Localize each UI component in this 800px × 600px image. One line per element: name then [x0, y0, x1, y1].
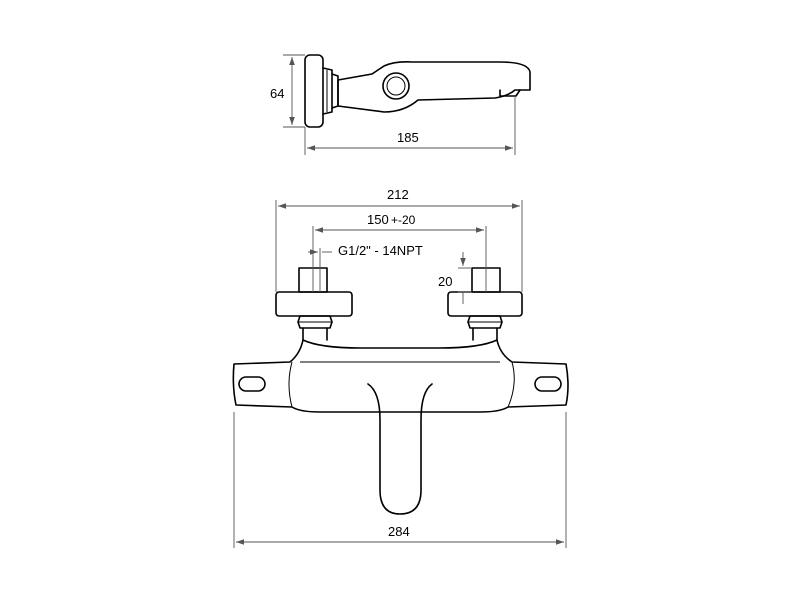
connector-length-label: 20 [438, 274, 452, 289]
tolerance-label: +-20 [391, 213, 416, 227]
spout [367, 383, 433, 515]
side-nut-ring [331, 73, 339, 109]
right-escutcheon [447, 291, 523, 317]
right-mounting-slot [534, 376, 562, 392]
center-distance-label: 150 [367, 212, 389, 227]
side-spout-outlet [499, 89, 521, 97]
side-view: 64 185 [270, 54, 531, 155]
left-mounting-slot [238, 376, 266, 392]
thread-spec-label: G1/2" - 14NPT [338, 243, 423, 258]
height-dimension-label: 64 [270, 86, 284, 101]
side-handle-knob [382, 72, 410, 100]
front-view: 212 150 +-20 G1/2" - 14NPT 20 284 [232, 187, 569, 548]
overall-width-label: 212 [387, 187, 409, 202]
side-body [337, 61, 531, 113]
mixer-body [232, 339, 569, 413]
depth-dimension-label: 185 [397, 130, 419, 145]
side-nut [322, 67, 333, 115]
side-wall-flange [304, 54, 324, 128]
left-escutcheon [275, 291, 353, 317]
body-width-label: 284 [388, 524, 410, 539]
